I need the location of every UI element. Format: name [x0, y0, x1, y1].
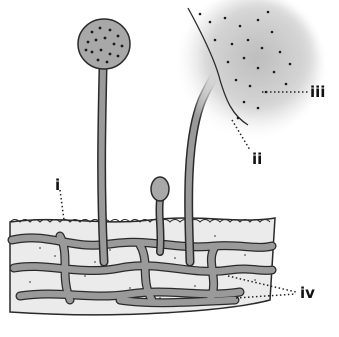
leader-i: [60, 190, 64, 220]
label-i: i: [55, 176, 60, 194]
label-iii: iii: [310, 83, 325, 101]
spore-cloud: [180, 0, 320, 135]
label-iv: iv: [300, 284, 315, 302]
sporangium-left: [78, 19, 130, 69]
label-ii: ii: [252, 150, 262, 168]
